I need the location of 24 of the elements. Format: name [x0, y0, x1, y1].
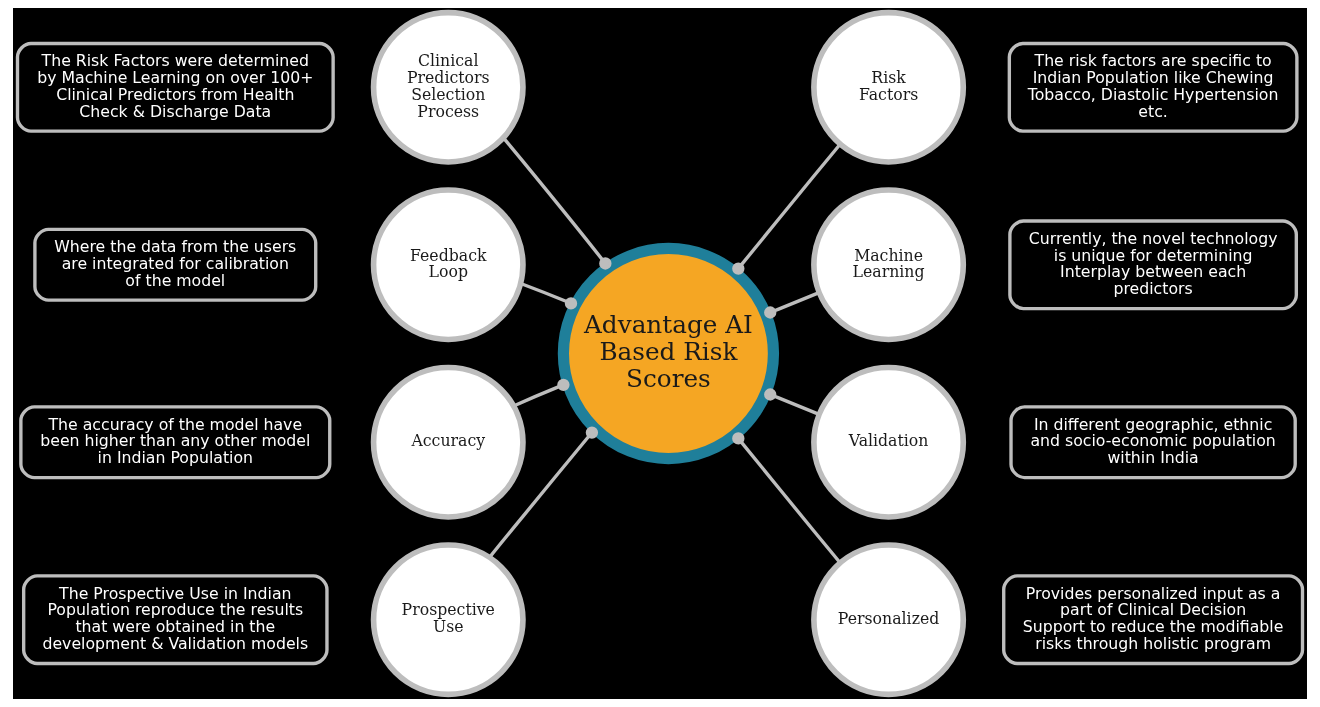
node-circle: Risk Factors	[811, 9, 967, 165]
node-box: Where the data from the users are integrated for calibration of the model	[33, 227, 318, 302]
node-circle: Feedback Loop	[370, 187, 526, 343]
connector	[520, 281, 578, 310]
node-circle: Machine Learning	[811, 187, 967, 343]
node-box: The risk factors are specific to Indian Population like Chewing Tobacco, Diastolic Hypertension etc.	[1007, 41, 1299, 133]
node-box: In different geographic, ethnic and socio-economic population within India	[1009, 405, 1297, 480]
connector	[512, 378, 570, 408]
node-box: The accuracy of the model have been higher than any other model in Indian Population	[19, 405, 332, 480]
node-circle: Prospective Use	[370, 542, 526, 698]
connector	[764, 388, 820, 416]
node-circle: Validation	[811, 364, 967, 520]
connector	[732, 143, 842, 275]
node-box: The Prospective Use in Indian Population reproduce the results that were obtained in the development & Validation models	[22, 574, 329, 666]
connector	[764, 291, 820, 319]
node-box: Provides personalized input as a part of Clinical Decision Support to reduce the modifiable risks through holistic program	[1002, 574, 1305, 666]
node-box: The Risk Factors were determined by Machine Learning on over 100+ Clinical Predictors from Health Check & Discharge Data	[15, 41, 335, 133]
connector	[732, 432, 842, 564]
connector	[502, 137, 612, 270]
node-circle: Personalized	[811, 542, 967, 698]
node-circle: Clinical Predictors Selection Process	[370, 9, 526, 165]
connector	[488, 426, 599, 559]
node-circle: Accuracy	[370, 364, 526, 520]
node-box: Currently, the novel technology is unique for determining Interplay between each predictors	[1008, 219, 1298, 311]
